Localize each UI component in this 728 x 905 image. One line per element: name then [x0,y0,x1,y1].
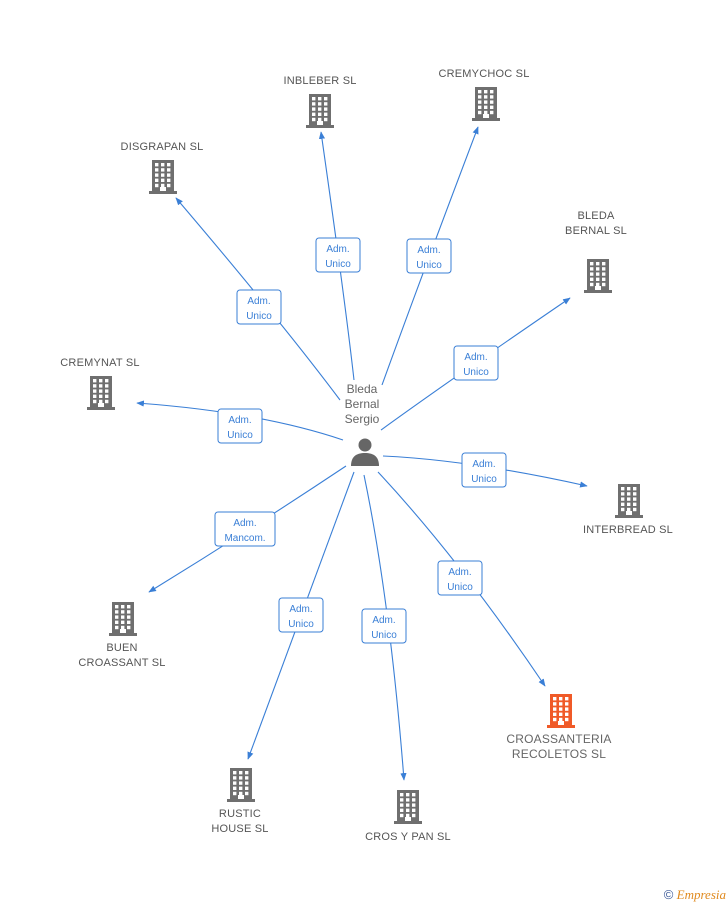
company-label-cros-y-pan[interactable]: CROS Y PAN SL [365,831,451,843]
role-text: Adm. Unico [288,604,314,630]
company-label-inbleber[interactable]: INBLEBER SL [283,75,356,87]
role-badge-cremychoc[interactable]: Adm. Unico [406,238,452,274]
role-text-line: Adm. [326,244,349,255]
role-text-line: Adm. [448,567,471,578]
role-badge-bleda-bernal[interactable]: Adm. Unico [453,345,499,381]
building-icon-interbread[interactable] [615,484,643,518]
person-name-line: Bleda [347,382,378,396]
company-label-line: INTERBREAD SL [583,524,673,536]
brand-initial: E [676,887,685,902]
edge-inbleber [318,131,355,381]
building-icon-cremychoc[interactable] [472,87,500,121]
role-text: Adm. Unico [416,245,442,271]
building-icon-cros-y-pan[interactable] [394,790,422,824]
brand-name: mpresia [684,887,726,902]
company-label-line: RUSTIC [219,808,261,820]
company-label-rustic-house[interactable]: RUSTIC HOUSE SL [211,808,268,835]
role-badge-interbread[interactable]: Adm. Unico [461,452,507,488]
role-text-line: Adm. [289,604,312,615]
company-label-bleda-bernal[interactable]: BLEDA BERNAL SL [565,210,627,237]
building-icon-cremynat[interactable] [87,376,115,410]
role-text-line: Unico [246,311,272,322]
company-label-line: INBLEBER SL [283,75,356,87]
role-text: Adm. Unico [371,615,397,641]
role-text-line: Adm. [372,615,395,626]
company-label-disgrapan[interactable]: DISGRAPAN SL [121,141,204,153]
role-text-line: Adm. [472,459,495,470]
role-text-line: Adm. [247,296,270,307]
role-badge-croassanteria[interactable]: Adm. Unico [437,560,483,596]
role-text-line: Unico [416,260,442,271]
role-badge-cremynat[interactable]: Adm. Unico [217,408,263,444]
role-text-line: Adm. [417,245,440,256]
building-icon-rustic-house[interactable] [227,768,255,802]
role-text-line: Adm. [233,518,256,529]
company-label-line: DISGRAPAN SL [121,141,204,153]
building-icon-disgrapan[interactable] [149,160,177,194]
role-text-line: Unico [463,367,489,378]
credit-footer[interactable]: © Empresia [664,887,726,903]
company-label-line: CREMYCHOC SL [438,68,529,80]
company-label-interbread[interactable]: INTERBREAD SL [583,524,673,536]
person-name-line: Sergio [345,412,380,426]
building-icon-buen-croassant[interactable] [109,602,137,636]
building-icon-croassanteria[interactable] [547,694,575,728]
role-text: Adm. Mancom. [224,518,265,544]
company-label-line: BLEDA [577,210,615,222]
role-text: Adm. Unico [447,567,473,593]
role-badge-buen-croassant[interactable]: Adm. Mancom. [214,511,276,547]
role-text-line: Adm. [228,415,251,426]
company-label-cremychoc[interactable]: CREMYCHOC SL [438,68,529,80]
company-label-line: CROS Y PAN SL [365,831,451,843]
role-text-line: Adm. [464,352,487,363]
role-text: Adm. Unico [246,296,272,322]
person-name-line: Bernal [345,397,380,411]
company-label-line: CREMYNAT SL [60,357,139,369]
company-label-line: HOUSE SL [211,823,268,835]
role-text: Adm. Unico [471,459,497,485]
company-label-cremynat[interactable]: CREMYNAT SL [60,357,139,369]
roles-layer: Adm.UnicoAdm.UnicoAdm.UnicoAdm.UnicoAdm.… [214,237,507,644]
company-label-line: BUEN [106,642,137,654]
copyright-icon: © [663,887,674,902]
building-icon-inbleber[interactable] [306,94,334,128]
company-label-line: CROASSANTERIA [506,732,611,746]
role-text: Adm. Unico [227,415,253,441]
role-text-line: Unico [227,430,253,441]
role-text-line: Unico [288,619,314,630]
role-text-line: Unico [471,474,497,485]
role-text-line: Unico [371,630,397,641]
role-badge-disgrapan[interactable]: Adm. Unico [236,289,282,325]
role-badge-inbleber[interactable]: Adm. Unico [315,237,361,273]
company-label-line: CROASSANT SL [78,657,165,669]
role-text-line: Unico [325,259,351,270]
role-badge-rustic-house[interactable]: Adm. Unico [278,597,324,633]
role-badge-cros-y-pan[interactable]: Adm. Unico [361,608,407,644]
company-label-line: RECOLETOS SL [512,747,606,761]
role-text: Adm. Unico [325,244,351,270]
role-text: Adm. Unico [463,352,489,378]
nodes-layer: INBLEBER SL CREMYCHOC SL DISGRAPAN SL BLEDA… [60,68,673,843]
role-text-line: Mancom. [224,533,265,544]
building-icon-bleda-bernal[interactable] [584,259,612,293]
role-text-line: Unico [447,582,473,593]
company-label-line: BERNAL SL [565,225,627,237]
company-label-buen-croassant[interactable]: BUEN CROASSANT SL [78,642,165,669]
person-icon[interactable] [351,438,379,467]
